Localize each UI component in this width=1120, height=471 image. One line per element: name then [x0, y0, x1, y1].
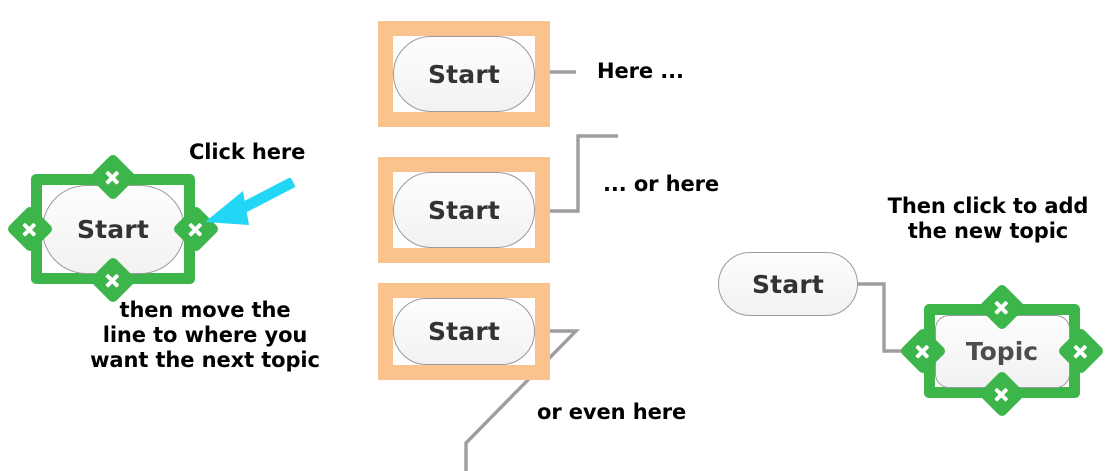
- highlight-start-node-middle[interactable]: Start: [393, 172, 535, 248]
- highlight-box-bottom[interactable]: Start: [378, 283, 550, 380]
- cyan-pointer-arrow: [205, 177, 297, 240]
- annotation-or-here: ... or here: [603, 172, 720, 196]
- annotation-then-click: Then click to add the new topic: [887, 194, 1089, 243]
- highlight-start-node-bottom[interactable]: Start: [393, 298, 535, 365]
- result-start-node[interactable]: Start: [718, 252, 858, 316]
- arrow-icon: [205, 177, 296, 225]
- highlight-start-label-middle: Start: [427, 195, 501, 225]
- highlight-start-node-top[interactable]: Start: [393, 36, 535, 112]
- start-node-label: Start: [76, 214, 150, 244]
- annotation-click-here: Click here: [189, 140, 306, 164]
- result-start-label: Start: [751, 269, 825, 299]
- new-topic-label: Topic: [965, 336, 1039, 366]
- highlight-start-label-bottom: Start: [427, 317, 501, 346]
- highlight-box-top[interactable]: Start: [378, 21, 550, 127]
- annotation-then-move: then move the line to where you want the…: [90, 298, 320, 372]
- annotation-here: Here ...: [597, 59, 684, 83]
- highlight-box-middle[interactable]: Start: [378, 157, 550, 263]
- highlight-start-label-top: Start: [427, 59, 501, 89]
- annotation-or-even-here: or even here: [537, 400, 687, 424]
